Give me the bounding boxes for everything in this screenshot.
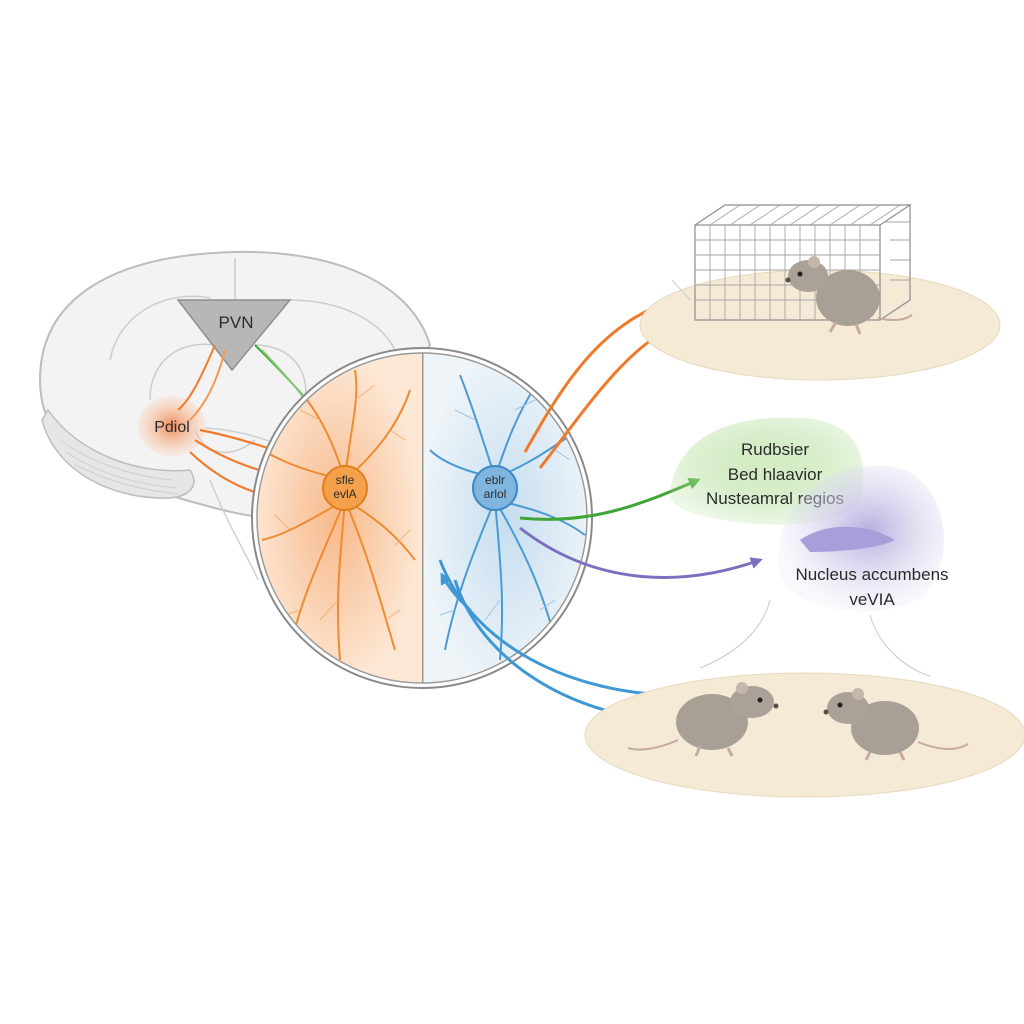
right-cell-label-2: arlol [484,487,507,501]
cage-scene [639,204,1001,381]
purple-arrow [519,526,763,579]
green-label-1: Rudbsier [741,440,809,459]
brain-cerebellum [41,408,195,499]
left-cell-label-2: evlA [333,487,356,501]
blue-fine-branches [439,399,571,621]
pvn-label: PVN [219,313,254,332]
pdiol-region [138,396,206,456]
purple-connectors [699,599,931,677]
blue-neuron-soma [472,465,518,511]
pvn-region [176,299,292,372]
purple-label-2: veVIA [849,590,895,609]
purple-region: Nucleus accumbens veVIA [699,465,949,677]
purple-label-1: Nucleus accumbens [795,565,948,584]
orange-neuron-soma [322,465,368,511]
blue-arrow-1 [438,559,668,701]
zoom-circle-inner [256,352,588,684]
blue-arrow-back [440,572,472,612]
right-cell-label-1: eblr [485,473,505,487]
brain-inner-contours [109,258,396,454]
cerebellum-folds [59,439,179,495]
social-scene [584,672,1024,798]
cage-connector [671,279,691,301]
rodent-right [823,688,969,761]
pdiol-label: Pdiol [154,419,190,436]
left-cell-label-1: sfle [336,473,355,487]
social-platform [584,672,1024,798]
purple-structure [800,526,895,552]
rodent-in-cage [785,256,913,335]
rodent-left [627,682,779,757]
green-label-2: Bed hlaavior [728,465,823,484]
divider [422,353,424,683]
